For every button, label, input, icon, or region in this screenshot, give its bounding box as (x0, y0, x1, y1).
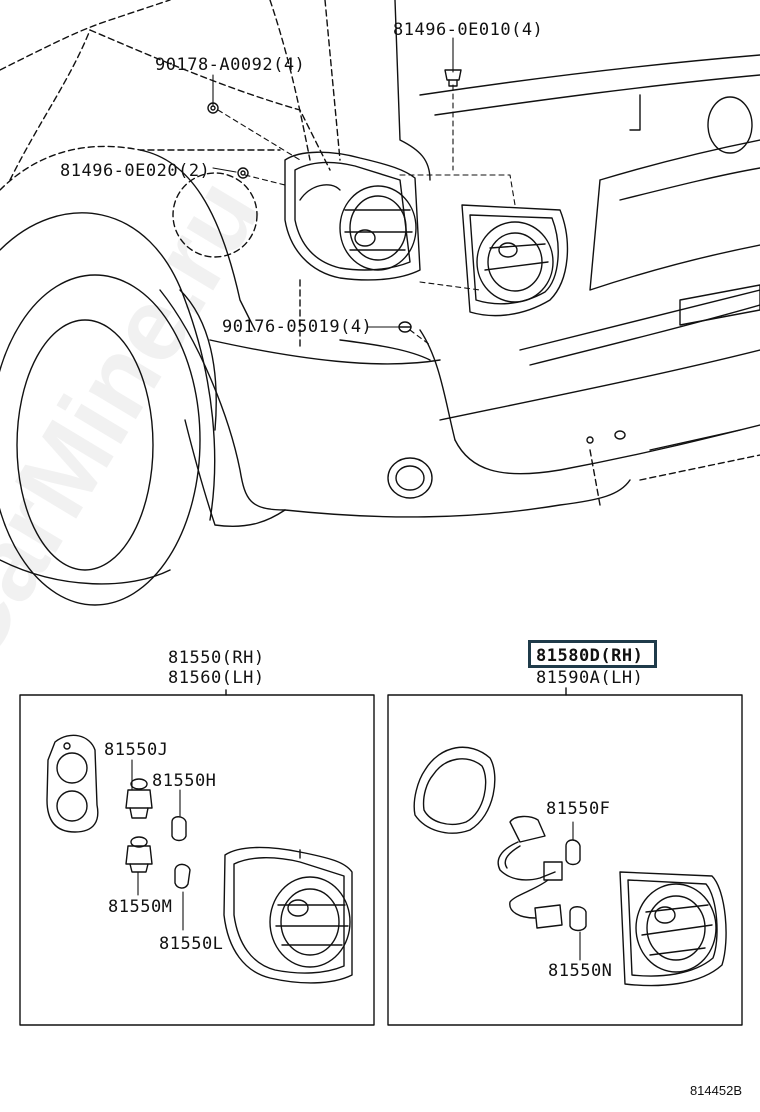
callout-90178-a0092: 90178-A0092(4) (155, 55, 306, 75)
part-81550f: 81550F (546, 799, 611, 819)
fastener-clip-top (444, 69, 462, 87)
bulb-81550l (174, 863, 191, 931)
socket-81550m (125, 836, 153, 896)
callout-81496-0e020: 81496-0E020(2) (60, 161, 211, 181)
lamp-assembly-left (223, 846, 353, 984)
bulb-81550f (565, 821, 581, 866)
inner-lamp-top (461, 204, 569, 317)
callout-81496-0e010: 81496-0E010(4) (393, 20, 544, 40)
left-panel-title-rh: 81550(RH) (168, 648, 265, 668)
gasket-left (46, 734, 99, 833)
lamp-assembly-right (619, 871, 727, 987)
right-panel-title-lh: 81590A(LH) (536, 668, 644, 688)
left-panel-frame (19, 689, 375, 1026)
vehicle-rear-drawing (0, 0, 760, 606)
right-panel-frame (387, 687, 743, 1026)
bulb-81550n (569, 906, 587, 961)
diagram-reference-code: 814452B (689, 1083, 742, 1098)
left-panel-title-lh: 81560(LH) (168, 668, 265, 688)
bulb-81550h (171, 789, 187, 842)
part-81550h: 81550H (152, 771, 217, 791)
top-leader-lines (212, 37, 516, 346)
nut-81496-0e020 (237, 167, 249, 179)
screw-90178 (207, 102, 219, 114)
part-81550n: 81550N (548, 961, 613, 981)
screw-90176 (398, 321, 412, 333)
gasket-right (413, 746, 496, 834)
part-81550m: 81550M (108, 897, 173, 917)
highlighted-part-box (528, 640, 657, 668)
callout-90176-05019: 90176-05019(4) (222, 317, 373, 337)
socket-harness-right (497, 815, 563, 929)
right-panel-title-rh: 81580D(RH) (536, 646, 644, 666)
part-81550l: 81550L (159, 934, 224, 954)
outer-lamp-top (284, 151, 421, 281)
part-81550j: 81550J (104, 740, 169, 760)
socket-81550j (125, 759, 153, 819)
